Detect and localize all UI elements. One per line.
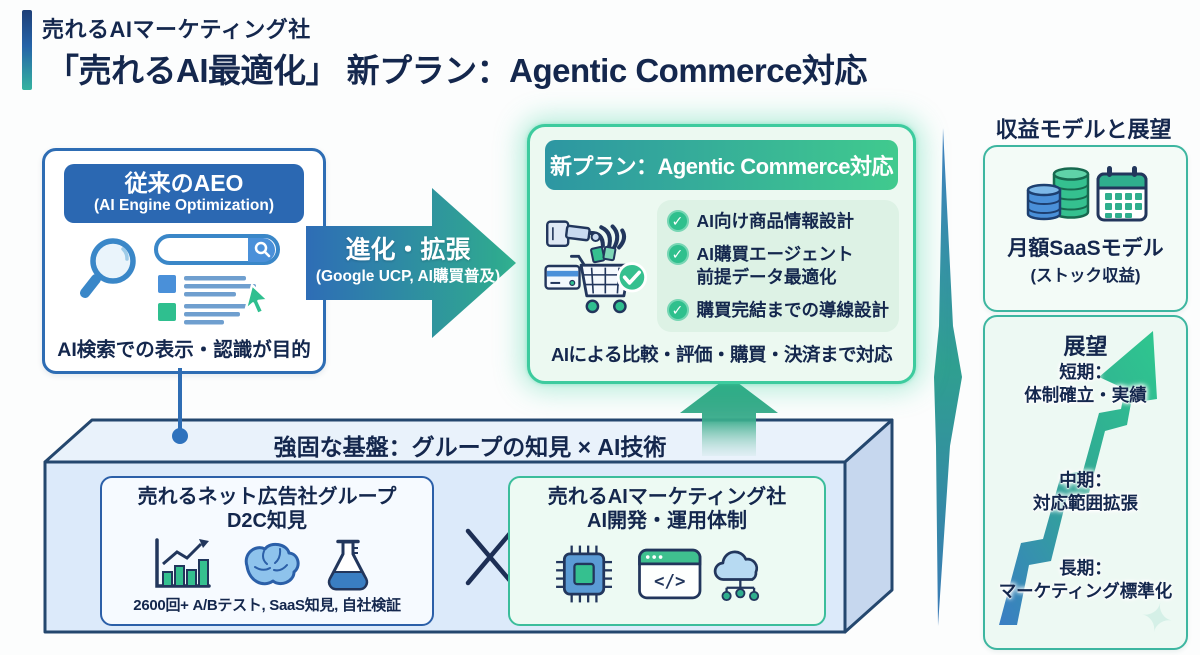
milestone-mid: 中期： 対応範囲拡張 [1033, 470, 1138, 513]
agentic-plan-header: 新プラン：Agentic Commerce対応 [545, 140, 898, 190]
feature-list: ✓ AI向け商品情報設計 ✓ AI購買エージェント 前提データ最適化 ✓ [656, 200, 899, 332]
connector-dot [172, 428, 188, 444]
saas-model-title: 月額SaaSモデル [1007, 237, 1164, 260]
page-title: 「売れるAI最適化」 新プラン：Agentic Commerce対応 [46, 52, 867, 89]
check-icon: ✓ [666, 210, 689, 232]
robot-hand-icon [546, 220, 627, 252]
cloud-network-icon [713, 550, 760, 602]
legacy-aeo-subtitle: (AI Engine Optimization) [94, 197, 274, 215]
milestone-short: 短期： 体制確立・実績 [1024, 362, 1147, 405]
revenue-heading: 収益モデルと展望 [995, 117, 1172, 142]
agentic-plan-content: ✓ AI向け商品情報設計 ✓ AI購買エージェント 前提データ最適化 ✓ [544, 200, 899, 332]
result-list-icon [158, 274, 256, 325]
coins-icon [1026, 167, 1089, 221]
feature-text: AI向け商品情報設計 [696, 211, 855, 231]
bar-chart-icon [155, 538, 211, 588]
company-name: 売れるAIマーケティング社 [42, 17, 311, 42]
legacy-aeo-header: 従来のAEO (AI Engine Optimization) [64, 164, 304, 223]
evolution-arrow-label: 進化・拡張 [345, 236, 471, 264]
divider-blade [934, 128, 962, 626]
search-bar-icon [154, 233, 280, 265]
flask-icon [327, 539, 369, 591]
check-icon: ✓ [666, 243, 689, 266]
check-icon: ✓ [666, 299, 689, 322]
evolution-arrow [306, 188, 516, 338]
calendar-icon [1096, 166, 1147, 222]
foundation-title: 強固な基盤：グループの知見 × AI技術 [273, 434, 667, 460]
outlook-title: 展望 [1063, 334, 1108, 359]
legacy-aeo-caption: AI検索での表示・認識が目的 [57, 338, 311, 361]
cursor-icon [244, 283, 270, 315]
ai-dev-card: 売れるAIマーケティング社 AI開発・運用体制 [508, 476, 826, 626]
chip-icon [556, 545, 612, 603]
d2c-card: 売れるネット広告社グループ D2C知見 [100, 476, 434, 626]
agentic-plan-caption: AIによる比較・評価・購買・決済まで対応 [551, 344, 892, 365]
code-window-icon: </> [638, 548, 702, 600]
cart-icon [570, 245, 631, 314]
upgrade-arrow-icon [680, 376, 778, 456]
ai-dev-subtitle: AI開発・運用体制 [587, 510, 747, 532]
feature-item: ✓ AI購買エージェント 前提データ最適化 [666, 243, 890, 289]
saas-model-card: 月額SaaSモデル (ストック収益) [983, 145, 1188, 312]
agentic-commerce-illustration [544, 220, 648, 314]
feature-item: ✓ 購買完結までの導線設計 [666, 299, 890, 322]
legacy-aeo-card: 従来のAEO (AI Engine Optimization) [42, 148, 326, 374]
d2c-icons [155, 538, 369, 591]
credit-card-icon [544, 264, 581, 290]
agentic-plan-card: 新プラン：Agentic Commerce対応 [527, 124, 916, 384]
d2c-title: 売れるネット広告社グループ [137, 486, 397, 508]
feature-text: AI購買エージェント [696, 244, 854, 265]
feature-text: 購買完結までの導線設計 [696, 300, 890, 321]
feature-item: ✓ AI向け商品情報設計 [666, 210, 890, 233]
multiply-icon [465, 528, 515, 586]
accent-bar [22, 10, 32, 90]
magnifier-icon [80, 237, 136, 298]
code-glyph: </> [654, 572, 685, 592]
growth-stairs-icon [999, 331, 1157, 625]
milestone-long: 長期： マーケティング標準化 [998, 558, 1173, 601]
search-illustration [80, 233, 280, 325]
d2c-caption: 2600回+ A/Bテスト, SaaS知見, 自社検証 [133, 597, 401, 614]
saas-model-subtitle: (ストック収益) [1030, 267, 1141, 285]
connector-line [178, 368, 182, 432]
revenue-icons [1026, 166, 1147, 222]
evolution-arrow-sublabel: (Google UCP, AI購買普及) [315, 268, 501, 285]
brain-icon [244, 542, 300, 586]
check-badge-icon [616, 262, 648, 293]
d2c-subtitle: D2C知見 [226, 510, 307, 532]
ai-dev-title: 売れるAIマーケティング社 [547, 486, 787, 508]
ai-dev-icons: </> [556, 545, 760, 603]
outlook-card: 展望 短期： 体制確立・実績 中期： 対応範囲拡張 長期： マーケティング標準化… [983, 315, 1188, 650]
legacy-aeo-title: 従来のAEO [124, 170, 244, 196]
